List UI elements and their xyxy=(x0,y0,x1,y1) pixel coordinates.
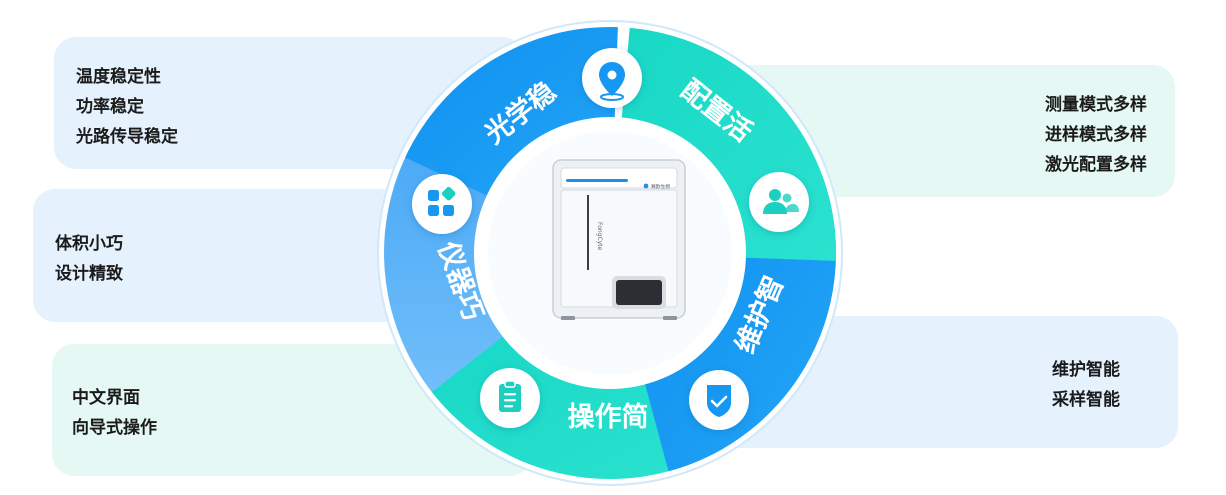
label-operation: 操作简 xyxy=(568,401,649,433)
card-line: 采样智能 xyxy=(1052,390,1120,410)
instrument-illustration: FongCyte 赛欧生物 xyxy=(552,159,686,320)
card-line: 设计精致 xyxy=(55,264,123,284)
location-pin-icon xyxy=(582,48,642,108)
card-line: 维护智能 xyxy=(1052,360,1120,380)
instrument-brand-label: FongCyte xyxy=(596,222,603,251)
card-line: 中文界面 xyxy=(72,388,140,408)
clipboard-icon xyxy=(480,368,540,428)
instrument-status-strip xyxy=(566,179,628,182)
instrument-logo-dot xyxy=(643,183,649,189)
card-line: 向导式操作 xyxy=(72,418,157,438)
shield-check-icon xyxy=(689,370,749,430)
apps-grid-icon xyxy=(412,174,472,234)
instrument-screen xyxy=(616,280,662,305)
card-line: 测量模式多样 xyxy=(1045,95,1147,115)
instrument-foot-left xyxy=(561,316,575,320)
card-line: 光路传导稳定 xyxy=(76,127,178,147)
card-line: 温度稳定性 xyxy=(76,67,161,87)
instrument-foot-right xyxy=(663,316,677,320)
card-line: 进样模式多样 xyxy=(1045,125,1147,145)
card-line: 功率稳定 xyxy=(76,97,144,117)
instrument-logo-text: 赛欧生物 xyxy=(651,183,670,190)
instrument-top-panel xyxy=(560,167,678,189)
segment-optical xyxy=(405,27,618,197)
card-line: 体积小巧 xyxy=(55,234,123,254)
card-line: 激光配置多样 xyxy=(1045,155,1147,175)
users-icon xyxy=(749,172,809,232)
